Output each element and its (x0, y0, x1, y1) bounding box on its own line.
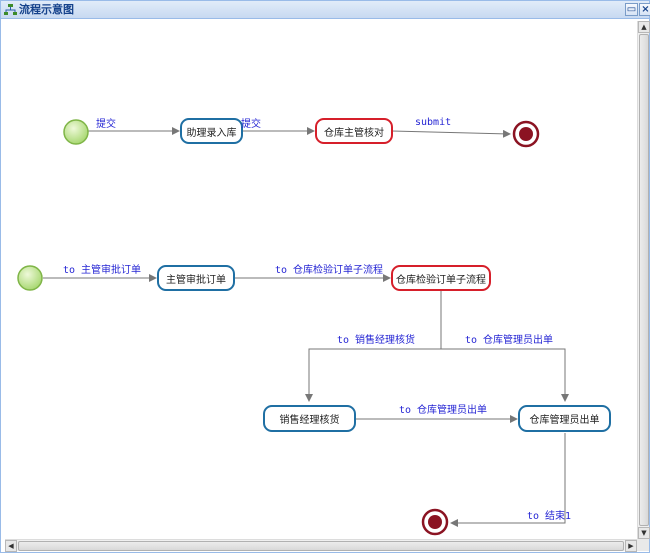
scroll-right-button[interactable]: ▶ (625, 540, 637, 552)
diagram-canvas: 助理录入库 仓库主管核对 提交 提交 submit 主管审批订单 仓库检验订单子… (5, 21, 637, 539)
flow1-task-assistant-entry[interactable]: 助理录入库 (180, 118, 243, 144)
flowchart-icon (4, 4, 17, 15)
flow2-edge-6 (450, 433, 566, 527)
flow2-start-event (17, 265, 43, 291)
scroll-left-icon: ◀ (8, 542, 14, 550)
flow2-edge-3-label: to 销售经理核货 (337, 335, 416, 346)
flow1-start-event (63, 119, 89, 145)
task-label: 主管审批订单 (166, 274, 226, 286)
flow1-edge-1-label: 提交 (96, 119, 116, 130)
scroll-left-button[interactable]: ◀ (5, 540, 17, 552)
flow1-edge-3 (391, 129, 511, 138)
window-title: 流程示意图 (19, 3, 74, 16)
scrollbar-corner (637, 539, 649, 551)
flow2-edge-4 (441, 348, 569, 402)
close-icon: × (641, 4, 650, 15)
horizontal-scroll-thumb[interactable] (18, 541, 624, 551)
flow2-edge-6-label: to 结束1 (527, 511, 572, 522)
flow2-edge-5-label: to 仓库管理员出单 (399, 405, 488, 416)
horizontal-scrollbar[interactable]: ◀ ▶ (5, 539, 637, 552)
vertical-scrollbar[interactable]: ▲ ▼ (637, 21, 650, 539)
scroll-up-button[interactable]: ▲ (638, 21, 650, 33)
flow1-edge-2-label: 提交 (241, 119, 261, 130)
diagram-svg (17, 119, 569, 536)
task-label: 销售经理核货 (279, 415, 340, 426)
flow2-task-warehouse-issue[interactable]: 仓库管理员出单 (518, 405, 611, 432)
scroll-right-icon: ▶ (628, 542, 634, 550)
task-label: 仓库管理员出单 (529, 415, 600, 426)
flow2-end-event-core (428, 515, 442, 529)
flow2-edge-2-label: to 仓库检验订单子流程 (275, 265, 384, 276)
window-titlebar: 流程示意图 ▭ × (1, 1, 650, 19)
flow1-edge-3-label: submit (415, 117, 452, 128)
flow2-edge-3 (305, 291, 442, 402)
flow2-task-manager-approve[interactable]: 主管审批订单 (157, 265, 235, 291)
scroll-down-button[interactable]: ▼ (638, 527, 650, 539)
vertical-scroll-thumb[interactable] (639, 34, 649, 526)
task-label: 仓库检验订单子流程 (396, 274, 486, 286)
restore-button[interactable]: ▭ (625, 3, 638, 16)
flow2-subprocess-warehouse-inspect[interactable]: 仓库检验订单子流程 (391, 265, 491, 291)
scroll-down-icon: ▼ (641, 529, 647, 537)
flow2-task-sales-verify[interactable]: 销售经理核货 (263, 405, 356, 432)
flow1-task-warehouse-check[interactable]: 仓库主管核对 (315, 118, 393, 144)
close-button[interactable]: × (639, 3, 650, 16)
task-label: 助理录入库 (186, 127, 237, 139)
flow1-end-event-core (519, 127, 533, 141)
restore-icon: ▭ (626, 4, 637, 15)
task-label: 仓库主管核对 (324, 127, 384, 139)
flow2-edge-4-label: to 仓库管理员出单 (465, 335, 554, 346)
flow2-edge-1-label: to 主管审批订单 (63, 265, 142, 276)
scroll-up-icon: ▲ (641, 23, 647, 31)
